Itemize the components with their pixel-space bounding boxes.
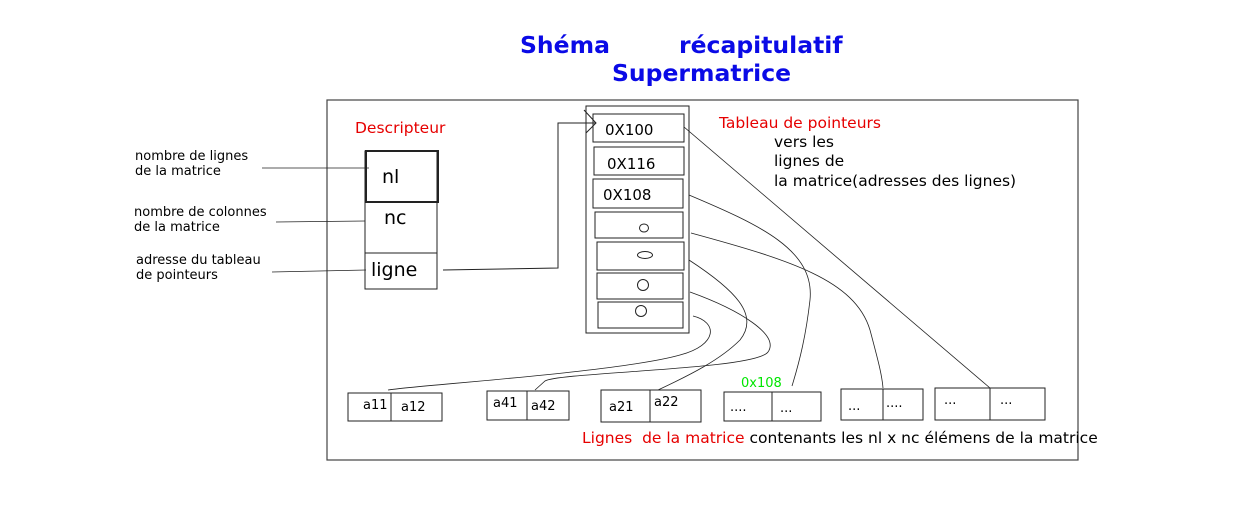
- matrix-row: a21 a22: [600, 389, 702, 423]
- title-word-schema: Shéma: [520, 31, 610, 59]
- pointer-table-desc-2: lignes de: [774, 152, 844, 170]
- matrix-row: ... ...: [934, 387, 1046, 421]
- pointer-cell-1-address: 0X100: [605, 121, 653, 139]
- pointer-cell-6: [596, 272, 684, 300]
- matrix-row-3-left: a21: [609, 400, 634, 415]
- matrix-rows-caption: Lignes de la matrice contenants les nl x …: [582, 429, 1098, 447]
- label-row-count-line2: de la matrice: [135, 164, 221, 179]
- descriptor-field-ligne: ligne: [371, 259, 417, 281]
- descriptor-field-nc: nc: [384, 207, 407, 229]
- pointer-cell-6-dot: [637, 279, 649, 291]
- matrix-row-1-left: a11: [363, 398, 388, 413]
- matrix-row-5-right: ....: [886, 396, 903, 411]
- matrix-row-2-box: [486, 390, 570, 421]
- matrix-row-5-box: [840, 388, 924, 421]
- matrix-row: ... ....: [840, 388, 924, 421]
- pointer-cell-5-dot: [637, 251, 653, 259]
- pointer-table: 0X100 0X116 0X108: [585, 105, 690, 334]
- descriptor-block: nl nc ligne: [364, 150, 439, 290]
- pointer-table-outline: [585, 105, 690, 334]
- matrix-row-1-box: [347, 392, 443, 422]
- pointer-cell-7: [597, 301, 684, 329]
- matrix-row-1-right: a12: [401, 400, 426, 415]
- pointer-link-cell4: [690, 232, 884, 389]
- connector-ligne: [271, 269, 367, 273]
- ligne-to-table-arrow: [442, 122, 596, 271]
- label-column-count-line2: de la matrice: [134, 220, 220, 235]
- pointer-link-cell5: [657, 259, 748, 391]
- matrix-row-6-left: ...: [944, 393, 956, 408]
- descriptor-nl-cell: [365, 150, 439, 203]
- title-word-recap: récapitulatif: [679, 31, 843, 59]
- pointer-cell-3-address: 0X108: [603, 186, 651, 204]
- pointer-link-cell1: [683, 126, 991, 389]
- pointer-cell-1: [592, 113, 685, 143]
- matrix-row-2-right: a42: [531, 399, 556, 414]
- pointer-cell-7-dot: [635, 305, 647, 317]
- pointer-cell-5: [596, 241, 685, 271]
- pointer-link-cell7: [387, 315, 711, 391]
- pointer-cell-4: [594, 211, 684, 239]
- label-pointer-address-line1: adresse du tableau: [136, 253, 261, 268]
- pointer-cell-2: [593, 146, 685, 176]
- pointer-table-desc-1: vers les: [774, 133, 834, 151]
- matrix-row-6-right: ...: [1000, 393, 1012, 408]
- descriptor-field-nl: nl: [382, 166, 399, 188]
- label-pointer-address-line2: de pointeurs: [136, 268, 218, 283]
- matrix-row-3-box: [600, 389, 702, 423]
- matrix-row-3-right: a22: [654, 395, 679, 410]
- row-address-note: 0x108: [741, 376, 782, 391]
- label-column-count-line1: nombre de colonnes: [134, 205, 267, 220]
- caption-highlight: Lignes de la matrice: [582, 429, 745, 447]
- matrix-row-4-right: ...: [780, 401, 792, 416]
- pointer-link-cell6: [534, 291, 771, 391]
- label-row-count: nombre de lignes de la matrice: [135, 149, 248, 179]
- pointer-cell-4-dot: [639, 223, 649, 233]
- label-row-count-line1: nombre de lignes: [135, 149, 248, 164]
- pointer-table-heading: Tableau de pointeurs: [718, 114, 881, 132]
- pointer-table-desc-3: la matrice(adresses des lignes): [774, 172, 1016, 190]
- pointer-cell-2-address: 0X116: [607, 155, 655, 173]
- diagram-frame: [326, 99, 1079, 461]
- label-pointer-table-address: adresse du tableau de pointeurs: [136, 253, 261, 283]
- connector-nc: [275, 220, 366, 223]
- label-column-count: nombre de colonnes de la matrice: [134, 205, 267, 235]
- matrix-row: a41 a42: [486, 390, 570, 421]
- title-supermatrice: Supermatrice: [612, 59, 791, 87]
- matrix-row: a11 a12: [347, 392, 443, 422]
- matrix-row: .... ...: [723, 391, 822, 422]
- matrix-row-2-left: a41: [493, 396, 518, 411]
- arrowhead-icon: [583, 109, 597, 134]
- caption-rest: contenants les nl x nc élémens de la mat…: [750, 429, 1098, 447]
- pointer-cell-3: [592, 178, 684, 209]
- matrix-row-5-left: ...: [848, 399, 860, 414]
- pointer-link-cell3: [688, 194, 811, 387]
- descriptor-heading: Descripteur: [355, 119, 446, 137]
- matrix-row-4-left: ....: [730, 400, 747, 415]
